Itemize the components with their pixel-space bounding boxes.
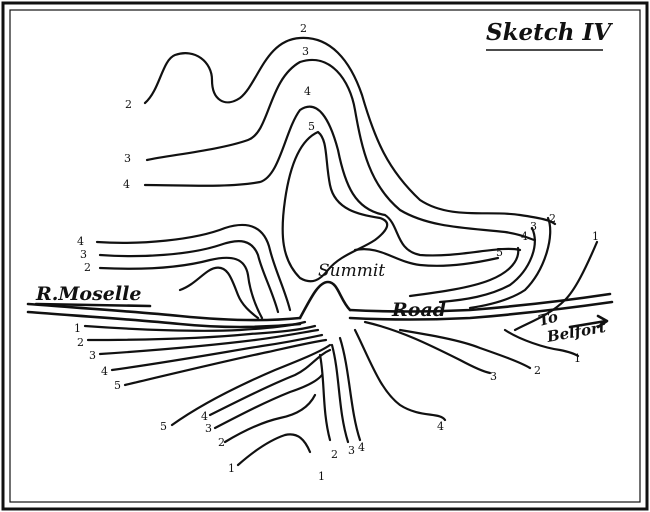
contour-number: 1 xyxy=(74,322,81,335)
contour-number: 4 xyxy=(304,85,311,98)
contour-line-4-east xyxy=(408,246,520,298)
contour-number: 3 xyxy=(348,444,355,457)
sketch-title: Sketch IV xyxy=(486,19,613,46)
contour-number: 5 xyxy=(114,379,121,392)
contour-line-3-bottom xyxy=(330,343,350,444)
contour-line-3-southeast xyxy=(363,320,492,375)
contour-line-3-east xyxy=(438,226,536,304)
contour-line-4-southeast xyxy=(353,328,447,422)
contour-number: 1 xyxy=(228,462,235,475)
contour-number: 1 xyxy=(574,352,581,365)
contour-number: 5 xyxy=(308,120,315,133)
contour-number: 4 xyxy=(358,441,365,454)
contour-line-4-west xyxy=(95,223,292,312)
contour-line-4-southwest xyxy=(208,348,332,417)
contour-number: 4 xyxy=(101,365,108,378)
contour-line-5-east-lobe xyxy=(353,248,500,267)
road-south-edge xyxy=(348,300,614,321)
contour-line-1-south xyxy=(83,320,307,332)
contour-number: 5 xyxy=(496,246,503,259)
contour-line-3-south xyxy=(98,328,320,356)
summit-label: Summit xyxy=(318,261,385,281)
contour-number: 3 xyxy=(205,422,212,435)
contour-number: 4 xyxy=(521,230,528,243)
contour-number: 2 xyxy=(218,436,225,449)
road-north-edge xyxy=(348,292,612,313)
contour-number: 4 xyxy=(77,235,84,248)
contour-line-2-southeast xyxy=(398,328,532,370)
contour-number: 3 xyxy=(124,152,131,165)
contour-number: 2 xyxy=(331,448,338,461)
contour-number: 3 xyxy=(490,370,497,383)
contour-number: 3 xyxy=(530,220,537,233)
contour-line-3-southwest xyxy=(213,373,324,430)
contour-line-inner-fold xyxy=(178,266,260,320)
to-label: To xyxy=(536,307,559,329)
contour-number: 5 xyxy=(160,420,167,433)
contour-number: 4 xyxy=(437,420,444,433)
contour-line-1-southwest xyxy=(236,433,312,467)
contour-line-3-north xyxy=(145,59,537,242)
contour-line-5-southwest xyxy=(170,343,332,427)
contour-number: 3 xyxy=(80,248,87,261)
contour-line-4-south xyxy=(110,333,324,372)
contour-number: 2 xyxy=(534,364,541,377)
river-label-underline xyxy=(34,302,152,308)
river-moselle-bank-south xyxy=(26,310,302,329)
contour-line-4-north xyxy=(143,105,522,257)
contour-line-5-summit xyxy=(281,130,389,283)
summit-hill xyxy=(298,280,352,320)
contour-line-2-southwest xyxy=(223,393,317,444)
contour-number: 2 xyxy=(549,212,556,225)
inner-frame xyxy=(9,9,641,503)
contour-number: 2 xyxy=(84,261,91,274)
river-moselle-label: R.Moselle xyxy=(35,283,141,305)
river-moselle-bank-north xyxy=(26,302,302,322)
contour-number: 1 xyxy=(318,470,325,483)
contour-number: 1 xyxy=(592,230,599,243)
contour-line-1-east xyxy=(513,240,599,332)
contour-line-2-bottom xyxy=(318,353,332,442)
contour-number: 4 xyxy=(201,410,208,423)
contour-number: 2 xyxy=(125,98,132,111)
contour-line-3-west xyxy=(98,240,280,314)
belfort-arrow-shaft xyxy=(568,319,608,329)
contour-line-2-north xyxy=(143,36,557,226)
road-label: Road xyxy=(391,299,446,321)
contour-line-2-west xyxy=(98,256,264,320)
contour-number: 2 xyxy=(77,336,84,349)
contour-number: 2 xyxy=(300,22,307,35)
contour-line-5-south xyxy=(123,338,328,387)
contour-line-4-bottom xyxy=(338,336,362,442)
contour-line-1-southeast xyxy=(503,328,580,358)
belfort-arrow-head xyxy=(596,314,609,329)
contour-line-2-east xyxy=(468,216,552,310)
contour-number: 3 xyxy=(89,349,96,362)
contour-number: 3 xyxy=(302,45,309,58)
contour-line-2-south xyxy=(86,324,317,342)
contour-number: 4 xyxy=(123,178,130,191)
